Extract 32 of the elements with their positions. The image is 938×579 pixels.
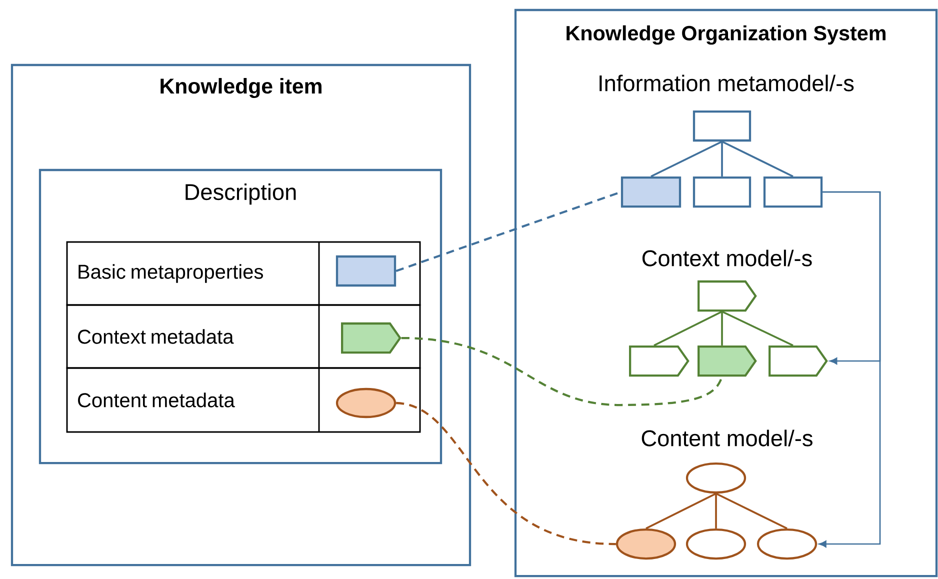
tree-line xyxy=(722,140,794,178)
dashed-connector xyxy=(396,402,616,546)
arrow xyxy=(818,191,881,548)
tag-shape xyxy=(698,345,757,377)
tree-line xyxy=(722,310,794,346)
tree-line xyxy=(650,140,722,178)
ellipse-shape xyxy=(616,528,676,560)
tree-line xyxy=(721,142,723,176)
box-shape xyxy=(763,176,823,208)
ellipse-shape xyxy=(686,462,746,494)
tree-line xyxy=(646,492,716,530)
ellipse-shape xyxy=(336,388,396,418)
ellipse-shape xyxy=(756,528,818,560)
tree-line xyxy=(721,312,723,346)
tag-shape xyxy=(698,280,757,312)
tree-line xyxy=(716,492,788,530)
tag-shape xyxy=(768,345,828,377)
box-shape xyxy=(620,176,682,208)
box-shape xyxy=(692,176,752,208)
model-heading: Context model/-s xyxy=(642,250,812,266)
tag-shape xyxy=(629,345,690,377)
model-heading: Information metamodel/-s xyxy=(600,74,854,92)
box-shape xyxy=(336,255,396,287)
box-shape xyxy=(692,110,752,142)
tree-line xyxy=(715,494,717,528)
ellipse-shape xyxy=(686,528,746,560)
tree-line xyxy=(654,310,722,346)
table-row: Basic metaproperties xyxy=(66,241,421,306)
table-row: Content metadata xyxy=(66,367,421,433)
model-heading: Content model/-s xyxy=(642,430,812,446)
tag-shape xyxy=(341,322,402,354)
table-row: Context metadata xyxy=(66,304,421,369)
